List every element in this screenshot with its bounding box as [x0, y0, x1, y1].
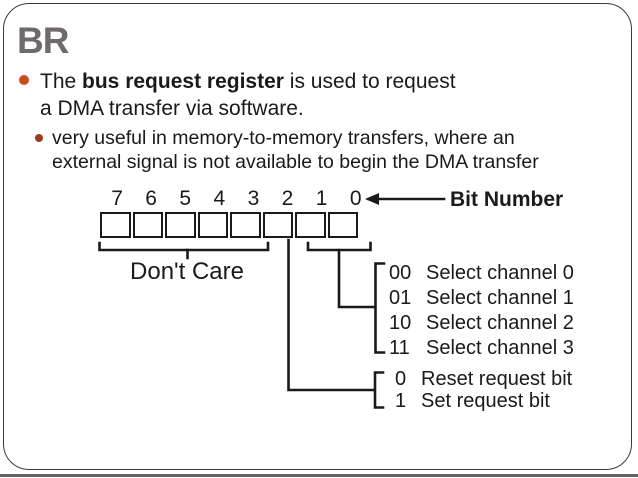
slide-border: [3, 3, 632, 470]
channel-option-row-3: 11 Select channel 3: [389, 336, 574, 361]
bullet-main-line2: a DMA transfer via software.: [40, 97, 304, 120]
dont-care-bracket: [98, 241, 270, 252]
request-options-bracket: [373, 371, 385, 409]
channel-code: 00: [389, 262, 412, 284]
bit-number-4: 4: [213, 187, 226, 210]
bullet-main-line1: The bus request register is used to requ…: [40, 70, 456, 93]
request-code: 0: [395, 368, 407, 390]
request-label: Reset request bit: [421, 368, 573, 390]
bit-number-5: 5: [179, 187, 192, 210]
bullet-sub-line2: external signal is not available to begi…: [52, 151, 539, 173]
register-cell-4: [197, 212, 228, 238]
register-cell-6: [132, 212, 163, 238]
slide-title: BR: [17, 20, 69, 61]
register-cell-2: [262, 212, 293, 238]
dont-care-caption: Don't Care: [130, 258, 244, 285]
channel-label: Select channel 1: [426, 287, 574, 309]
bit-number-7: 7: [111, 187, 123, 210]
channel-option-row-0: 00 Select channel 0: [389, 261, 574, 286]
bits-1-0-connector-line: [337, 248, 376, 309]
register-cell-0: [327, 212, 358, 238]
bit-number-0: 0: [349, 187, 362, 210]
bullet-sub-line1: very useful in memory-to-memory transfer…: [52, 127, 515, 149]
slide-bottom-edge: [0, 474, 638, 477]
channel-option-row-2: 10 Select channel 2: [389, 311, 574, 336]
request-option-row-1: 1 Set request bit: [395, 389, 550, 414]
bus-request-register-boxes: [100, 212, 358, 238]
bullet-sub-text: very useful in memory-to-memory transfer…: [52, 126, 539, 174]
bit-number-caption: Bit Number: [450, 188, 564, 211]
channel-label: Select channel 2: [426, 312, 574, 334]
bit-number-1: 1: [315, 187, 328, 210]
register-cell-3: [230, 212, 261, 238]
channel-code: 10: [389, 312, 412, 334]
request-code: 1: [395, 390, 407, 412]
sub-bullet-dot: [35, 134, 43, 142]
bit-number-3: 3: [247, 187, 260, 210]
register-cell-7: [100, 212, 131, 238]
channel-option-row-1: 01 Select channel 1: [389, 286, 574, 311]
request-option-row-0: 0 Reset request bit: [395, 367, 572, 392]
channel-code: 01: [389, 287, 412, 309]
bit-number-row: 7 6 5 4 3 2 1 0: [100, 187, 373, 211]
arrowhead-icon: [365, 193, 379, 205]
request-label: Set request bit: [421, 390, 550, 412]
channel-label: Select channel 0: [426, 262, 574, 284]
bit-number-2: 2: [281, 187, 294, 210]
channel-options-bracket: [374, 262, 386, 354]
diagram-connector-lines: [98, 193, 446, 409]
channel-label: Select channel 3: [426, 337, 574, 359]
bullet-main-text: The bus request register is used to requ…: [40, 68, 456, 122]
register-cell-1: [295, 212, 326, 238]
bullet-dot: [19, 75, 29, 85]
bit-number-6: 6: [145, 187, 157, 210]
bit-2-connector-line: [287, 238, 376, 392]
channel-code: 11: [389, 337, 410, 359]
register-cell-5: [165, 212, 196, 238]
